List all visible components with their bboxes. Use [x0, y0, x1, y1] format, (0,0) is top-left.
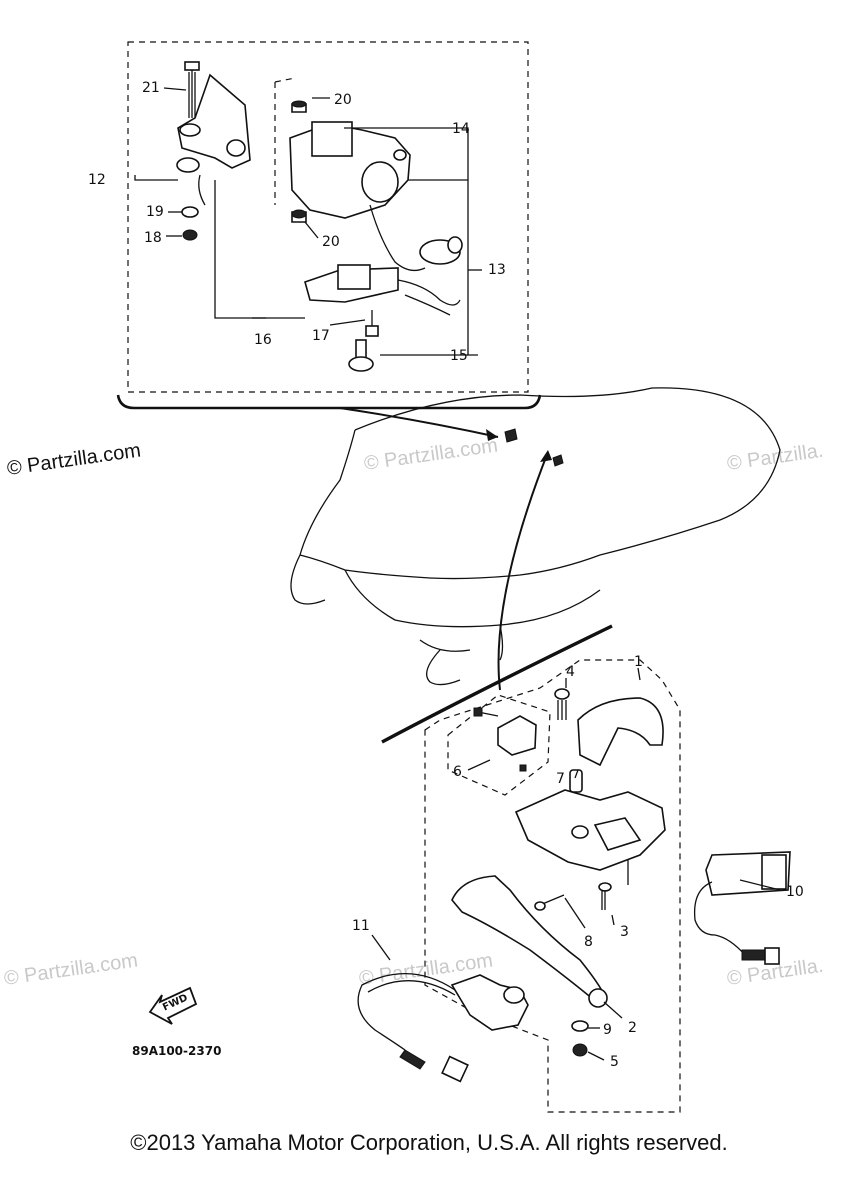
arrow-to-lever [497, 451, 549, 691]
callout-20: 20 [334, 92, 352, 108]
block-part-6 [473, 707, 537, 772]
callout-14: 14 [452, 121, 470, 137]
callout-10: 10 [786, 884, 804, 900]
bolt-part-21 [184, 61, 200, 118]
callout-19: 19 [146, 204, 164, 220]
screw-part-4 [554, 688, 570, 720]
callout-13: 13 [488, 262, 506, 278]
lever-housing [514, 789, 666, 885]
callout-7: 7 [556, 771, 565, 787]
nut-part-18 [182, 229, 198, 241]
fwd-arrow-icon: FWD [148, 986, 198, 1025]
callout-4: 4 [566, 664, 575, 680]
brake-lever-part-2 [451, 875, 608, 1008]
arrow-to-seat [339, 407, 499, 438]
pin-part-8 [534, 894, 565, 911]
callout-18: 18 [144, 230, 162, 246]
mount-bracket [176, 73, 251, 206]
lower-assembly [357, 624, 791, 1113]
callout-5: 5 [610, 1054, 619, 1070]
switch-box-part-14 [289, 121, 463, 272]
watermark: © Partzilla. [726, 440, 825, 475]
diagram-code: 89A100-2370 [132, 1044, 221, 1058]
watermark: © Partzilla.com [3, 949, 140, 990]
callout-21: 21 [142, 80, 160, 96]
callouts: 21 20 14 12 19 18 20 13 17 16 15 1 4 6 7… [88, 80, 804, 1070]
seat-sled [290, 387, 781, 691]
washer-part-19 [181, 206, 199, 218]
switch-part-11 [357, 972, 529, 1083]
callout-1: 1 [634, 654, 643, 670]
callout-9: 9 [603, 1022, 612, 1038]
callout-17: 17 [312, 328, 330, 344]
callout-20: 20 [322, 234, 340, 250]
callout-6: 6 [453, 764, 462, 780]
bolt-part-15 [348, 339, 374, 372]
pin-part-7 [569, 769, 583, 793]
copyright-notice: ©2013 Yamaha Motor Corporation, U.S.A. A… [130, 1130, 728, 1155]
plate-part-16 [304, 264, 461, 316]
screw-part-3 [598, 882, 612, 910]
callout-11: 11 [352, 918, 370, 934]
callout-8: 8 [584, 934, 593, 950]
watermark: © Partzilla.com [363, 434, 500, 475]
callout-3: 3 [620, 924, 629, 940]
callout-15: 15 [450, 348, 468, 364]
nut-part-5 [572, 1043, 588, 1057]
lever-cover [577, 697, 664, 767]
callout-2: 2 [628, 1020, 637, 1036]
switch-part-10 [693, 851, 791, 965]
washer-part-9 [571, 1020, 589, 1032]
callout-16: 16 [254, 332, 272, 348]
inset-assembly [116, 41, 542, 441]
inset-bracket [116, 394, 542, 410]
watermarks: © Partzilla.com © Partzilla. © Partzilla… [3, 434, 825, 990]
callout-12: 12 [88, 172, 106, 188]
watermark-primary: © Partzilla.com [6, 439, 143, 480]
screw-part-17 [365, 310, 379, 337]
